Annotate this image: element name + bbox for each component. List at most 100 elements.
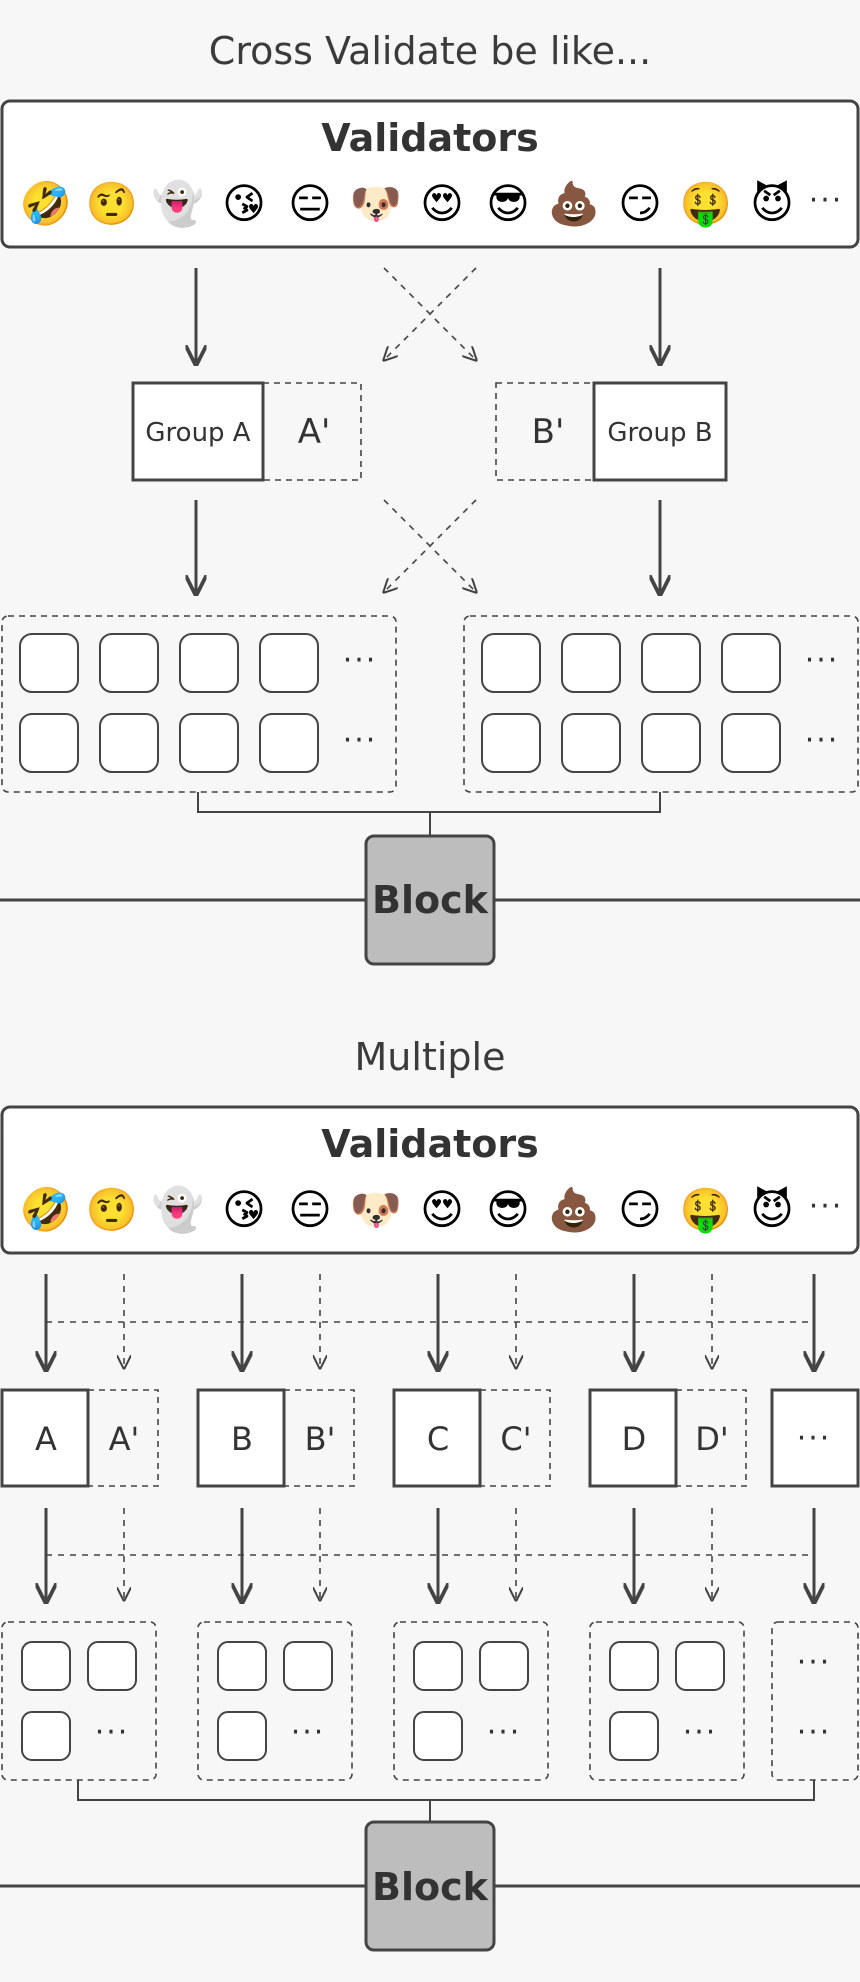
group-prime-box xyxy=(479,1389,551,1487)
tx-cell xyxy=(99,633,159,693)
merge-connector-1 xyxy=(197,792,661,813)
tx-cell xyxy=(217,1711,267,1761)
group-box xyxy=(588,1388,678,1488)
tx-cell xyxy=(21,1711,71,1761)
tx-cell xyxy=(87,1641,137,1691)
tx-cell xyxy=(19,713,79,773)
tx-cell xyxy=(179,633,239,693)
tx-cell xyxy=(413,1641,463,1691)
validator-emoji: 😘 xyxy=(222,179,266,228)
tx-cell xyxy=(19,633,79,693)
tx-group-left xyxy=(1,615,397,793)
validator-emoji: 💩 xyxy=(548,1185,600,1234)
group-b-prime-label: B' xyxy=(532,412,565,452)
tx-cell xyxy=(641,713,701,773)
group-b-box xyxy=(592,381,728,482)
group-a-box xyxy=(131,381,265,482)
tx-cell xyxy=(21,1641,71,1691)
group-box xyxy=(392,1388,482,1488)
section2-title: Multiple xyxy=(355,1035,506,1079)
tx-group-right xyxy=(463,615,859,793)
validator-emoji: 🤨 xyxy=(86,1185,138,1234)
validator-emoji: 😘 xyxy=(222,1185,266,1234)
tx-ellipsis: ··· xyxy=(343,643,378,678)
tx-group xyxy=(589,1621,745,1781)
block-1 xyxy=(364,834,496,966)
group-prime-box xyxy=(675,1389,747,1487)
tx-cell xyxy=(641,633,701,693)
group-prime-label: B' xyxy=(305,1420,336,1458)
validator-emoji: 👻 xyxy=(152,178,204,229)
tx-cell xyxy=(609,1641,659,1691)
tx-cell xyxy=(259,713,319,773)
validators-box-2 xyxy=(0,1105,860,1255)
tx-ellipsis: ··· xyxy=(291,1715,326,1750)
validator-emoji: 😏 xyxy=(618,179,662,228)
group-prime-box xyxy=(283,1389,355,1487)
tx-cell xyxy=(609,1711,659,1761)
validators-box-1 xyxy=(0,99,860,249)
group-label: D xyxy=(622,1420,647,1458)
validators-title-1: Validators xyxy=(321,116,539,160)
tx-cell xyxy=(479,1641,529,1691)
validator-emoji: 😍 xyxy=(420,1185,464,1234)
validator-emoji: 🐶 xyxy=(350,179,402,228)
tx-cell xyxy=(675,1641,725,1691)
tx-cell xyxy=(561,633,621,693)
group-box xyxy=(196,1388,286,1488)
section1-title: Cross Validate be like... xyxy=(209,29,651,73)
tx-cell xyxy=(217,1641,267,1691)
more-groups-box xyxy=(770,1388,860,1488)
validators-title-2: Validators xyxy=(321,1122,539,1166)
validators-ellipsis: ··· xyxy=(809,183,844,218)
more-tx-ellipsis: ··· xyxy=(797,1645,832,1680)
validator-emoji: 🐶 xyxy=(350,1185,402,1234)
validator-emoji: 😍 xyxy=(420,179,464,228)
cross-arrow-4 xyxy=(383,499,476,592)
validator-emoji: 😎 xyxy=(486,1185,530,1234)
block-2-label: Block xyxy=(372,1865,489,1909)
group-a-prime-label: A' xyxy=(298,412,331,452)
validators-ellipsis: ··· xyxy=(809,1189,844,1224)
tx-ellipsis: ··· xyxy=(95,1715,130,1750)
tx-group xyxy=(393,1621,549,1781)
validator-emoji: 🤣 xyxy=(18,1185,72,1236)
validator-emoji: 😑 xyxy=(288,1185,332,1234)
tx-cells-1: ············ xyxy=(19,633,840,773)
tx-cell xyxy=(283,1641,333,1691)
validator-emoji: 🤑 xyxy=(680,1185,732,1235)
group-label: C xyxy=(427,1420,449,1458)
group-prime-label: A' xyxy=(109,1420,140,1458)
validator-emoji: 😎 xyxy=(486,179,530,228)
tx-cell xyxy=(259,633,319,693)
tx-cell xyxy=(561,713,621,773)
tx-cell xyxy=(481,633,541,693)
validator-emoji: 😏 xyxy=(618,1185,662,1234)
tx-ellipsis: ··· xyxy=(805,723,840,758)
more-groups-ellipsis: ··· xyxy=(797,1421,832,1456)
block-1-label: Block xyxy=(372,878,489,922)
group-label: A xyxy=(35,1420,57,1458)
validator-emoji: 😑 xyxy=(288,179,332,228)
validator-emoji: 🤣 xyxy=(18,179,72,230)
group-prime-box xyxy=(87,1389,159,1487)
merge-connector-2 xyxy=(77,1780,815,1801)
tx-cell xyxy=(179,713,239,773)
tx-ellipsis: ··· xyxy=(343,723,378,758)
group-a-prime-box xyxy=(262,382,362,481)
validator-emoji: 👻 xyxy=(152,1184,204,1235)
tx-ellipsis: ··· xyxy=(683,1715,718,1750)
group-label: B xyxy=(231,1420,253,1458)
tx-group xyxy=(197,1621,353,1781)
validator-emoji: 🤨 xyxy=(86,179,138,228)
validator-emojis-1: 🤣🤨👻😘😑🐶😍😎💩😏🤑😈··· xyxy=(18,178,844,230)
validator-emojis-2: 🤣 🤨 👻 😘 😑 🐶 😍 😎 💩 😏 🤑 😈 ··· xyxy=(18,1184,844,1236)
more-tx-ellipsis: ··· xyxy=(797,1715,832,1750)
tx-cell xyxy=(481,713,541,773)
block-2 xyxy=(364,1820,496,1952)
validator-emoji: 💩 xyxy=(548,179,600,228)
validator-emoji: 😈 xyxy=(750,1185,794,1234)
tx-cell xyxy=(721,713,781,773)
